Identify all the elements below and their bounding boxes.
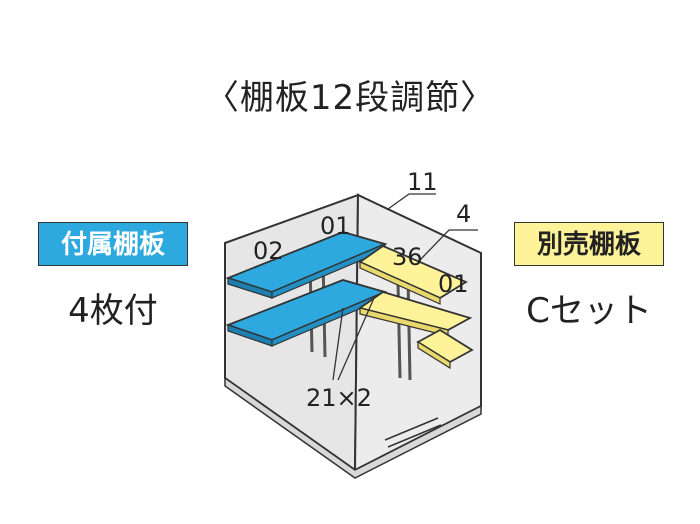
included-shelves-badge: 付属棚板: [38, 222, 188, 266]
floor-edge: [224, 376, 482, 479]
label-01-left: 01: [320, 212, 351, 240]
included-shelves-count: 4枚付: [68, 291, 158, 331]
back-right-wall: [353, 193, 482, 472]
optional-shelves-badge: 別売棚板: [514, 222, 664, 266]
label-02: 02: [253, 237, 284, 265]
optional-shelf-middle: [357, 291, 473, 337]
page-title: 〈棚板12段調節〉: [204, 78, 496, 118]
label-4: 4: [456, 200, 471, 228]
optional-shelf-lower: [416, 328, 474, 370]
label-01-right: 01: [438, 270, 469, 298]
optional-shelf-upper: [358, 244, 468, 305]
label-21x2: 21×2: [306, 384, 372, 412]
door-rail: [384, 417, 442, 448]
leader-lines: [332, 193, 478, 381]
optional-shelves-set: Cセット: [526, 291, 652, 331]
label-11: 11: [407, 168, 438, 196]
label-36: 36: [392, 243, 423, 271]
